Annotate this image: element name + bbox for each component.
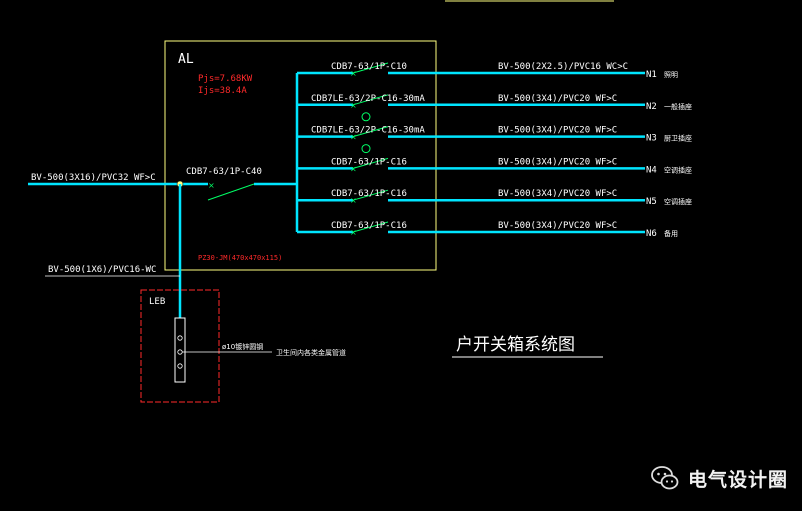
leb-terminal-note: ø10镀锌圆钢 (222, 342, 263, 351)
circuit-2-breaker-label: CDB7LE-63/2P-C16-30mA (311, 94, 425, 104)
box-label: AL (178, 52, 194, 67)
circuit-5-id: N5 (646, 197, 657, 207)
circuit-6-cable-label: BV-500(3X4)/PVC20 WF>C (498, 221, 617, 231)
circuit-3-breaker-cross: × (350, 133, 357, 142)
box-spec-label: PZ30-JM(470x470x115) (198, 254, 282, 262)
leb-connect-note: 卫生间内各类金属管道 (276, 348, 346, 357)
power-ijs: Ijs=38.4A (198, 86, 247, 96)
circuit-3-breaker-symbol (352, 126, 389, 138)
leb-terminal-1 (177, 335, 183, 341)
circuit-3-id: N3 (646, 134, 657, 144)
circuit-1-breaker-symbol (352, 62, 389, 74)
circuit-1-id: N1 (646, 70, 657, 80)
circuit-6-load: 备用 (664, 229, 678, 238)
circuit-5-load: 空调插座 (664, 197, 692, 206)
circuit-6-id: N6 (646, 229, 657, 239)
circuit-3-breaker-label: CDB7LE-63/2P-C16-30mA (311, 126, 425, 136)
circuit-5-breaker-label: CDB7-63/1P-C16 (331, 189, 407, 199)
distribution-box-frame (164, 40, 437, 271)
circuit-1-breaker-cross: × (350, 69, 357, 78)
circuit-1-breaker-label: CDB7-63/1P-C10 (331, 62, 407, 72)
circuit-4-breaker-symbol (352, 157, 389, 169)
ground-cable-label: BV-500(1X6)/PVC16-WC (48, 265, 156, 275)
main-breaker-symbol (207, 183, 255, 201)
leb-label: LEB (149, 297, 165, 307)
circuit-1-cable-label: BV-500(2X2.5)/PVC16 WC>C (498, 62, 628, 72)
incoming-cable-label: BV-500(3X16)/PVC32 WF>C (31, 173, 156, 183)
circuit-4-cable-label: BV-500(3X4)/PVC20 WF>C (498, 157, 617, 167)
circuit-5-breaker-cross: × (350, 196, 357, 205)
diagram-title: 户开关箱系统图 (456, 335, 575, 355)
main-breaker-label: CDB7-63/1P-C40 (186, 167, 262, 177)
circuit-2-breaker-cross: × (350, 101, 357, 110)
leb-terminal-3 (177, 363, 183, 369)
watermark: 电气设计圈 (650, 463, 788, 493)
circuit-5-cable-label: BV-500(3X4)/PVC20 WF>C (498, 189, 617, 199)
circuit-5-breaker-symbol (352, 189, 389, 201)
circuit-6-breaker-symbol (352, 221, 389, 233)
power-pjs: Pjs=7.68KW (198, 74, 253, 84)
circuit-2-rcd-symbol (361, 112, 371, 122)
circuit-4-breaker-label: CDB7-63/1P-C16 (331, 157, 407, 167)
wechat-icon (651, 466, 679, 490)
leb-terminal-2 (177, 349, 183, 355)
leb-frame (140, 289, 220, 403)
circuit-6-breaker-cross: × (350, 228, 357, 237)
circuit-3-load: 厨卫插座 (664, 134, 692, 143)
circuit-2-cable-label: BV-500(3X4)/PVC20 WF>C (498, 94, 617, 104)
circuit-2-breaker-symbol (352, 94, 389, 106)
circuit-4-id: N4 (646, 165, 657, 175)
circuit-3-cable-label: BV-500(3X4)/PVC20 WF>C (498, 126, 617, 136)
main-breaker-cross: × (208, 181, 215, 190)
circuit-1-load: 照明 (664, 71, 678, 79)
circuit-4-breaker-cross: × (350, 164, 357, 173)
circuit-6-breaker-label: CDB7-63/1P-C16 (331, 221, 407, 231)
watermark-text: 电气设计圈 (687, 468, 788, 491)
leb-terminal-bar (174, 317, 186, 383)
circuit-2-load: 一般插座 (664, 102, 692, 111)
circuit-2-id: N2 (646, 102, 657, 112)
circuit-4-load: 空调插座 (664, 165, 692, 174)
circuit-3-rcd-symbol (361, 144, 371, 154)
